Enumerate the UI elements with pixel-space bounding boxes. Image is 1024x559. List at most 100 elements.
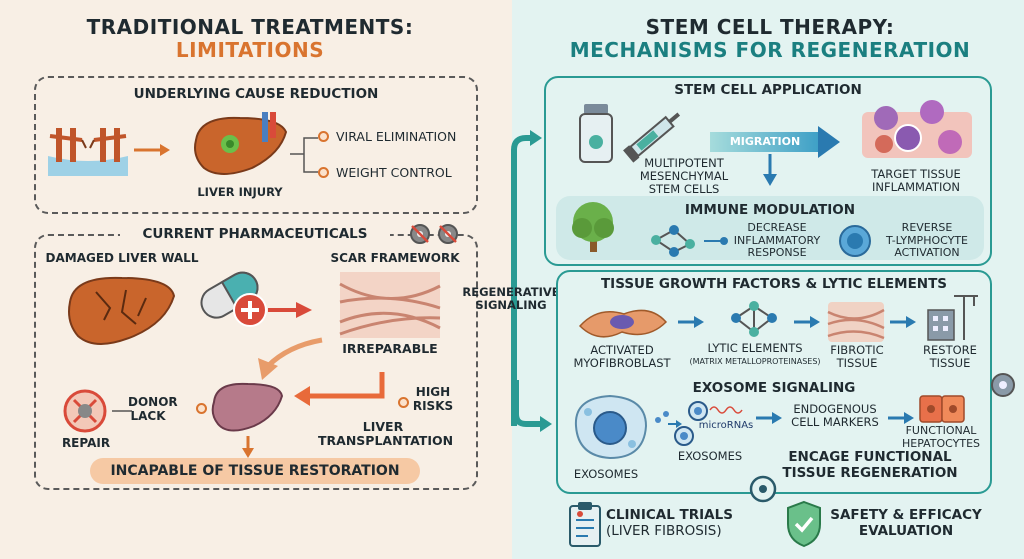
migration-arrow: MIGRATION [710, 132, 820, 152]
target-tissue-label: TARGET TISSUE INFLAMMATION [856, 167, 976, 195]
high-risks-line1: HIGH [415, 385, 451, 399]
engage-line1: ENCAGE FUNCTIONAL [788, 449, 952, 465]
reverse-activation-label: REVERSE T-LYMPHOCYTE ACTIVATION [872, 221, 982, 260]
bullet-viral [318, 131, 329, 142]
exosomes-cell-label: EXOSOMES [573, 467, 639, 481]
arrow-to-restore [890, 316, 916, 328]
bullet-risks [398, 397, 409, 408]
safety-line1: SAFETY & EFFICACY [830, 507, 982, 523]
exosome-release-icon [655, 411, 682, 428]
fibrotic-line1: FIBROTIC [830, 343, 884, 357]
cells-line3: STEM CELLS [648, 182, 720, 197]
fibrotic-line2: TISSUE [836, 356, 878, 371]
liver-injury-icon [194, 112, 288, 175]
exosomes-label: EXOSOMES [677, 449, 743, 463]
syringe-icon [623, 112, 681, 163]
irreparable-label: IRREPARABLE [342, 341, 438, 356]
decrease-line1: DECREASE [747, 221, 807, 234]
safety-efficacy-label: SAFETY & EFFICACY EVALUATION [826, 507, 986, 539]
markers-label: ENDOGENOUS CELL MARKERS [782, 402, 888, 430]
cells-line1: MULTIPOTENT [644, 156, 724, 170]
bullet-donor [196, 403, 207, 414]
micrornas-label: microRNAs [698, 420, 754, 431]
hepatocytes-icon [919, 395, 965, 423]
decrease-line3: RESPONSE [747, 246, 807, 260]
left-title-line2: LIMITATIONS [175, 38, 325, 62]
markers-line1: ENDOGENOUS [793, 402, 877, 416]
damaged-liver-label: DAMAGED LIVER WALL [45, 251, 199, 265]
arrow-to-lytic [678, 316, 704, 328]
microrna-vesicle-icon [688, 401, 708, 421]
migration-arrowhead [818, 126, 840, 158]
vial-icon [579, 104, 613, 163]
pill-icon [200, 271, 312, 327]
molecule-icon [651, 225, 695, 257]
immune-title: IMMUNE MODULATION [684, 202, 856, 218]
target-line1: TARGET TISSUE [871, 167, 961, 181]
target-line2: INFLAMMATION [871, 180, 961, 195]
stem-cells-label: MULTIPOTENT MESENCHYMAL STEM CELLS [624, 156, 744, 197]
damaged-liver-icon [68, 276, 176, 345]
hep-line1: FUNCTIONAL [905, 424, 977, 437]
target-tissue-icon [862, 100, 972, 158]
high-risks-label: HIGH RISKS [408, 385, 458, 414]
decrease-connector [704, 237, 728, 245]
exosome-small-icon [674, 426, 694, 446]
lytic-elements-label: LYTIC ELEMENTS [707, 341, 803, 355]
shield-check-icon [787, 500, 821, 548]
decrease-response-label: DECREASE INFLAMMATORY RESPONSE [722, 221, 832, 260]
myofibroblast-icon [578, 309, 668, 338]
incapable-banner: INCAPABLE OF TISSUE RESTORATION [90, 458, 420, 484]
lytic-molecule-icon [731, 301, 777, 337]
myofibroblast-label: ACTIVATED MYOFIBROBLAST [566, 343, 678, 370]
left-title-line1: TRADITIONAL TREATMENTS: [86, 15, 414, 39]
donor-line1: DONOR [128, 395, 178, 409]
t-cell-icon [839, 225, 871, 257]
exosome-gear-icon [991, 373, 1015, 397]
regenerative-line1: REGENERATIVE [462, 285, 560, 299]
arrow-down-immune [763, 154, 777, 186]
liver-injury-label: LIVER INJURY [197, 185, 283, 199]
donor-connector [112, 410, 132, 412]
donor-line2: LACK [130, 408, 166, 423]
markers-line2: CELL MARKERS [791, 415, 879, 430]
exosome-cell-icon [574, 394, 648, 460]
trials-line1: CLINICAL TRIALS [606, 507, 733, 523]
high-risks-line2: RISKS [412, 398, 454, 413]
viral-elimination-label: VIRAL ELIMINATION [336, 129, 457, 144]
reverse-line3: ACTIVATION [894, 246, 960, 260]
trials-line2: (LIVER FIBROSIS) [606, 522, 722, 539]
branch-connector [290, 137, 318, 173]
transplant-line2: TRANSPLANTATION [318, 433, 454, 449]
cause-panel [34, 76, 478, 214]
restore-line1: RESTORE [923, 343, 977, 357]
scar-framework-label: SCAR FRAMEWORK [330, 251, 460, 265]
pharma-title: CURRENT PHARMACEUTICALS [120, 226, 390, 242]
liver-transplantation-label: LIVER TRANSPLANTATION [318, 419, 454, 449]
cause-title: UNDERLYING CAUSE REDUCTION [133, 86, 379, 102]
right-title-line1: STEM CELL THERAPY: [645, 15, 895, 39]
arrow-to-liver [134, 144, 170, 156]
donor-lack-label: DONOR LACK [128, 395, 178, 424]
small-liver-icon [211, 382, 284, 432]
growth-panel [556, 270, 992, 494]
clinical-trials-label: CLINICAL TRIALS (LIVER FIBROSIS) [606, 507, 746, 539]
safety-line2: EVALUATION [858, 522, 954, 539]
bridge-icon [48, 128, 128, 176]
arrow-down-to-incapable [242, 436, 254, 458]
growth-title: TISSUE GROWTH FACTORS & LYTIC ELEMENTS [600, 276, 948, 292]
scar-tissue-icon [339, 272, 441, 338]
exosome-title: EXOSOME SIGNALING [692, 380, 856, 396]
arrow-to-small-liver [258, 337, 323, 380]
weight-control-label: WEIGHT CONTROL [336, 165, 452, 180]
right-title-line2: MECHANISMS FOR REGENERATION [569, 38, 971, 62]
right-title: STEM CELL THERAPY: MECHANISMS FOR REGENE… [530, 16, 1010, 62]
lytic-sub-label: (MATRIX METALLOPROTEINASES) [689, 357, 821, 366]
myo-line1: ACTIVATED [590, 343, 654, 357]
arrow-to-fibrotic [794, 316, 820, 328]
fibrotic-tissue-icon [827, 302, 885, 342]
reverse-line2: T-LYMPHOCYTE [886, 233, 968, 247]
application-panel [544, 76, 992, 266]
regeneration-gear-icon [749, 475, 777, 503]
hep-line2: HEPATOCYTES [901, 436, 981, 450]
